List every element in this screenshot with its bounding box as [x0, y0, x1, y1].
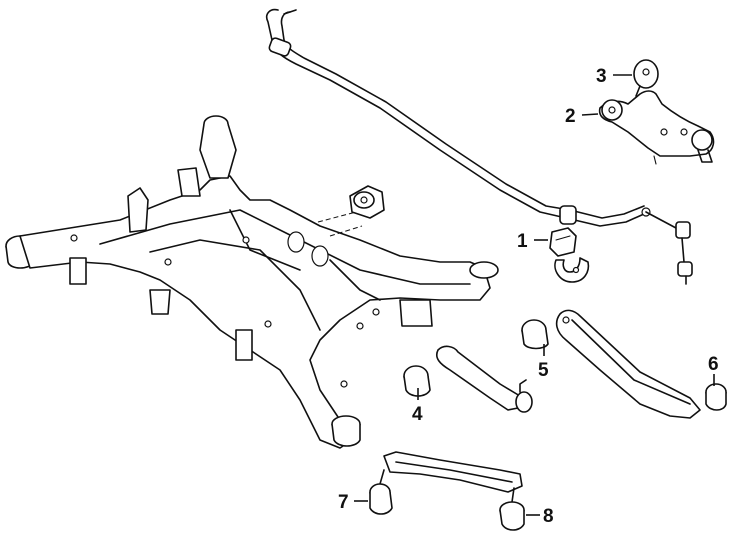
callout-label-7: 7: [338, 492, 349, 513]
rear-subframe: [5, 115, 499, 449]
callout-label-3: 3: [596, 66, 607, 87]
upper-control-arm: [598, 59, 715, 165]
bushing-location-dashed-line-2: [329, 225, 363, 237]
stabilizer-bar: [265, 8, 651, 227]
callout-label-4: 4: [412, 404, 423, 425]
bushing-location-dashed-line: [317, 211, 357, 223]
callout-label-5: 5: [538, 360, 549, 381]
callout-8: 8: [526, 506, 554, 527]
callout-label-6: 6: [708, 354, 719, 375]
callout-2: 2: [565, 106, 599, 127]
callout-label-1: 1: [517, 231, 528, 252]
subframe-mount-bushing: [349, 185, 385, 219]
lower-link: [369, 451, 525, 531]
callout-1: 1: [517, 231, 548, 252]
lateral-link: [403, 345, 533, 413]
stabilizer-bushing: [549, 227, 590, 283]
callout-label-2: 2: [565, 106, 576, 127]
callout-6: 6: [708, 354, 719, 386]
callout-5: 5: [538, 344, 549, 381]
trailing-arm: [521, 309, 727, 419]
callout-label-8: 8: [543, 506, 554, 527]
callout-7: 7: [338, 492, 368, 513]
callout-4: 4: [412, 388, 423, 425]
callout-3: 3: [596, 66, 632, 87]
stabilizer-link: [645, 211, 693, 285]
